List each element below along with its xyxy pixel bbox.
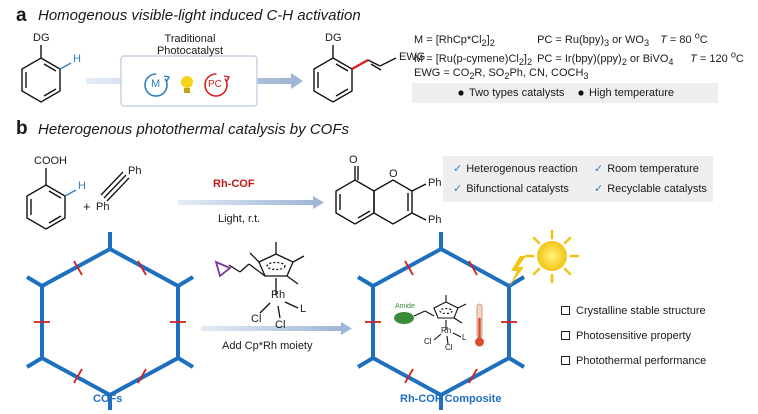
- composite-cl-left-label: Cl: [424, 337, 432, 346]
- catalyst-label: Rh-COF: [213, 178, 255, 190]
- product-carbonyl-o: O: [349, 154, 358, 166]
- panel-b-title: Heterogenous photothermal catalysis by C…: [38, 121, 349, 138]
- condition-row-1: M = [RhCp*Cl2]2 PC = Ru(bpy)3 or WO3 T =…: [414, 30, 708, 48]
- feature-bifunctional-text: Bifunctional catalysts: [466, 183, 569, 195]
- isocoumarin-product-structure: [335, 166, 427, 225]
- composite-cp-rh-structure: [413, 295, 467, 345]
- photocatalyst-label: Traditional Photocatalyst: [150, 33, 230, 57]
- panel-a-letter: a: [16, 5, 27, 26]
- cooh-label: COOH: [34, 155, 67, 167]
- cof-hexagon: [25, 232, 195, 410]
- metal-cycle-icon: [144, 73, 171, 97]
- property-photosensitive-text: Photosensitive property: [576, 330, 691, 342]
- composite-cl-bottom-label: Cl: [445, 343, 453, 352]
- plus-sign: +: [83, 199, 91, 214]
- feature-heterogenous-text: Heterogenous reaction: [466, 163, 578, 175]
- check-icon: ✓: [453, 163, 463, 175]
- composite-hexagon: [356, 232, 526, 410]
- photocatalyst-label-line1: Traditional: [164, 33, 216, 45]
- cl-left-label: Cl: [251, 313, 262, 325]
- property-crystalline: Crystalline stable structure: [561, 305, 706, 317]
- product-dg-label: DG: [325, 32, 342, 44]
- pc-label: PC: [208, 79, 222, 90]
- sun-icon: [524, 229, 580, 284]
- panel-a-title: Homogenous visible-light induced C-H act…: [38, 7, 361, 24]
- thermometer-icon: [475, 303, 484, 347]
- property-photothermal: Photothermal performance: [561, 355, 706, 367]
- feature-box: [443, 156, 713, 202]
- lightning-icon: [509, 256, 526, 287]
- check-icon: ✓: [594, 163, 604, 175]
- reaction-condition-label: Light, r.t.: [218, 213, 261, 225]
- product-ewg-label: EWG: [399, 51, 426, 63]
- ph-bottom-label: Ph: [96, 201, 110, 213]
- panel-a-substrate-ring: [21, 45, 72, 103]
- bullet-two-types: Two types catalysts: [469, 87, 565, 99]
- amide-blob-icon: [394, 312, 414, 324]
- property-crystalline-text: Crystalline stable structure: [576, 305, 706, 317]
- add-moiety-label: Add Cp*Rh moiety: [222, 340, 313, 352]
- condition-row-2: M = [Ru(p-cymene)Cl2]2 PC = Ir(bpy)(ppy)…: [414, 49, 744, 67]
- substrate-h-label: H: [73, 53, 81, 65]
- checkbox-square-icon: [561, 330, 570, 340]
- cofs-label: COFs: [93, 393, 123, 405]
- checkbox-square-icon: [561, 355, 570, 365]
- photocatalyst-label-line2: Photocatalyst: [156, 45, 224, 57]
- product-ph2-label: Ph: [428, 214, 442, 226]
- product-ph1-label: Ph: [428, 177, 442, 189]
- m-label: M: [151, 78, 161, 90]
- feature-recyclable: ✓Recyclable catalysts: [594, 182, 707, 195]
- l-label: L: [300, 303, 307, 315]
- check-icon: ✓: [594, 183, 604, 195]
- composite-l-label: L: [462, 333, 467, 342]
- ewg-line: EWG = CO2R, SO2Ph, CN, COCH3: [414, 67, 589, 82]
- feature-room-temp-text: Room temperature: [607, 163, 699, 175]
- panel-b-letter: b: [16, 118, 28, 139]
- property-photothermal-text: Photothermal performance: [576, 355, 707, 367]
- add-moiety-arrow: [201, 326, 341, 331]
- product-ring-o: O: [389, 168, 398, 180]
- photocatalyst-cycle-icon: [204, 73, 231, 97]
- property-photosensitive: Photosensitive property: [561, 330, 691, 342]
- amide-label: Amide: [395, 303, 415, 310]
- cl-bottom-label: Cl: [275, 319, 286, 331]
- diphenylacetylene-structure: [100, 171, 130, 202]
- feature-room-temp: ✓Room temperature: [594, 162, 699, 175]
- bullet-high-temp: High temperature: [589, 87, 674, 99]
- panel-a-product-ring: [313, 45, 397, 103]
- cyclopropyl-icon: [214, 260, 232, 278]
- composite-label: Rh-COF Composite: [400, 393, 502, 405]
- lightbulb-icon: [181, 76, 193, 93]
- panel-b-reaction-arrow: [178, 200, 313, 205]
- checkbox-square-icon: [561, 305, 570, 315]
- panel-a-bullet-box: [412, 83, 718, 103]
- feature-heterogenous: ✓Heterogenous reaction: [453, 162, 578, 175]
- feature-recyclable-text: Recyclable catalysts: [607, 183, 707, 195]
- rh-label: Rh: [271, 289, 286, 301]
- ph-top-label: Ph: [128, 165, 142, 177]
- cp-rh-structure: [228, 242, 305, 319]
- composite-rh-label: Rh: [441, 326, 452, 335]
- feature-bifunctional: ✓Bifunctional catalysts: [453, 182, 569, 195]
- acid-h-label: H: [78, 180, 86, 192]
- substrate-dg-label: DG: [33, 32, 50, 44]
- benzoic-acid-structure: [26, 168, 77, 230]
- check-icon: ✓: [453, 183, 463, 195]
